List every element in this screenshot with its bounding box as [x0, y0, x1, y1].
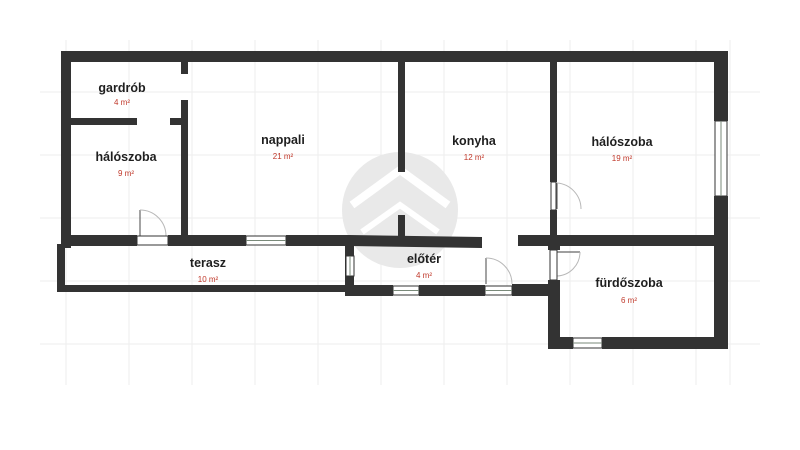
window-eloter-bottom-1 [392, 285, 420, 296]
room-area: 6 m² [621, 296, 637, 305]
room-name: konyha [452, 134, 497, 148]
room-name: hálószoba [591, 135, 653, 149]
room-name: terasz [190, 256, 226, 270]
room-name: hálószoba [95, 150, 157, 164]
window-nappali [245, 235, 287, 246]
window-eloter-left [345, 255, 355, 277]
doors [136, 181, 582, 285]
walls [57, 51, 728, 349]
room-eloter: előtér 4 m² [407, 252, 441, 280]
room-haloszoba-small: hálószoba 9 m² [95, 150, 157, 178]
room-area: 4 m² [416, 271, 432, 280]
room-name: fürdőszoba [595, 276, 663, 290]
window-eloter-bottom-2 [484, 285, 513, 296]
room-area: 12 m² [464, 153, 485, 162]
room-name: előtér [407, 252, 441, 266]
room-name: nappali [261, 133, 305, 147]
room-konyha: konyha 12 m² [452, 134, 497, 162]
window-haloszoba-right [714, 120, 728, 197]
room-name: gardrób [98, 81, 146, 95]
room-area: 10 m² [198, 275, 219, 284]
room-nappali: nappali 21 m² [261, 133, 305, 161]
room-area: 21 m² [273, 152, 294, 161]
windows [245, 120, 728, 349]
door-haloszoba-small [136, 209, 169, 246]
room-area: 9 m² [118, 169, 134, 178]
window-furdoszoba [572, 337, 603, 349]
room-terasz: terasz 10 m² [190, 256, 226, 284]
door-eloter [485, 257, 513, 285]
room-area: 4 m² [114, 98, 130, 107]
room-gardrob: gardrób 4 m² [98, 81, 146, 107]
room-area: 19 m² [612, 154, 633, 163]
door-haloszoba-large [550, 181, 582, 211]
room-furdoszoba: fürdőszoba 6 m² [595, 276, 663, 305]
door-furdoszoba [549, 249, 581, 281]
room-haloszoba-large: hálószoba 19 m² [591, 135, 653, 163]
